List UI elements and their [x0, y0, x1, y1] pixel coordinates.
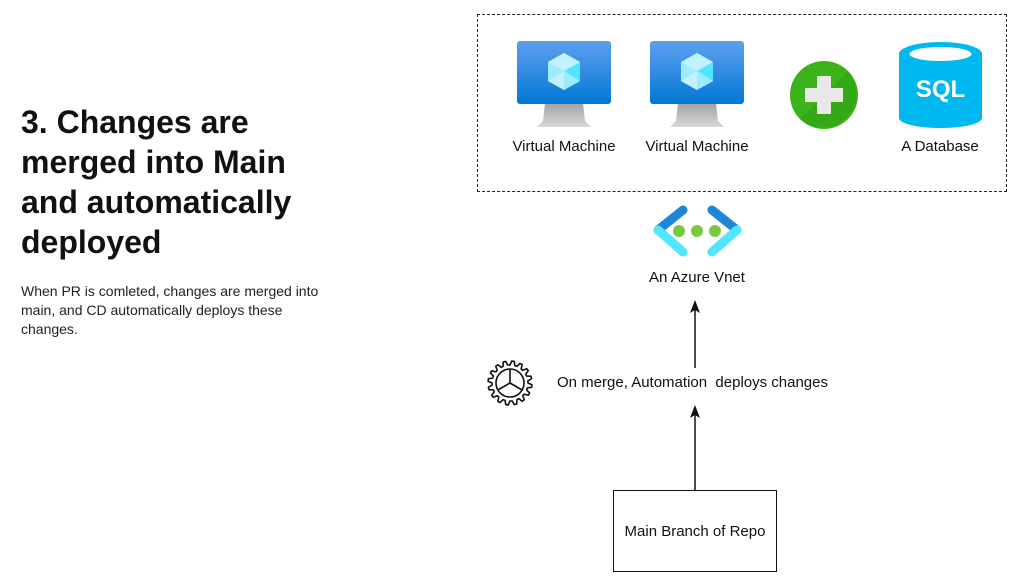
sql-icon-text: SQL	[916, 76, 965, 103]
vnet-label: An Azure Vnet	[649, 269, 745, 286]
slide-description: When PR is comleted, changes are merged …	[21, 283, 319, 337]
main-branch-label: Main Branch of Repo	[624, 522, 766, 540]
virtual-machine-icon	[517, 41, 611, 127]
slide-heading: 3. Changes are merged into Main and auto…	[21, 104, 292, 260]
arrow-repo-to-automation	[690, 405, 700, 490]
virtual-machine-icon	[650, 41, 744, 127]
database-label: A Database	[901, 138, 979, 155]
arrow-automation-to-vnet	[690, 300, 700, 368]
main-branch-node: Main Branch of Repo	[613, 490, 777, 572]
add-icon	[790, 61, 858, 129]
resource-group-boundary	[477, 14, 1007, 192]
azure-vnet-icon	[653, 205, 742, 257]
gear-icon	[487, 360, 533, 406]
vm-label: Virtual Machine	[645, 138, 749, 155]
sql-database-icon: SQL	[899, 42, 982, 128]
vm-label: Virtual Machine	[512, 138, 616, 155]
automation-label: On merge, Automation deploys changes	[557, 374, 828, 391]
